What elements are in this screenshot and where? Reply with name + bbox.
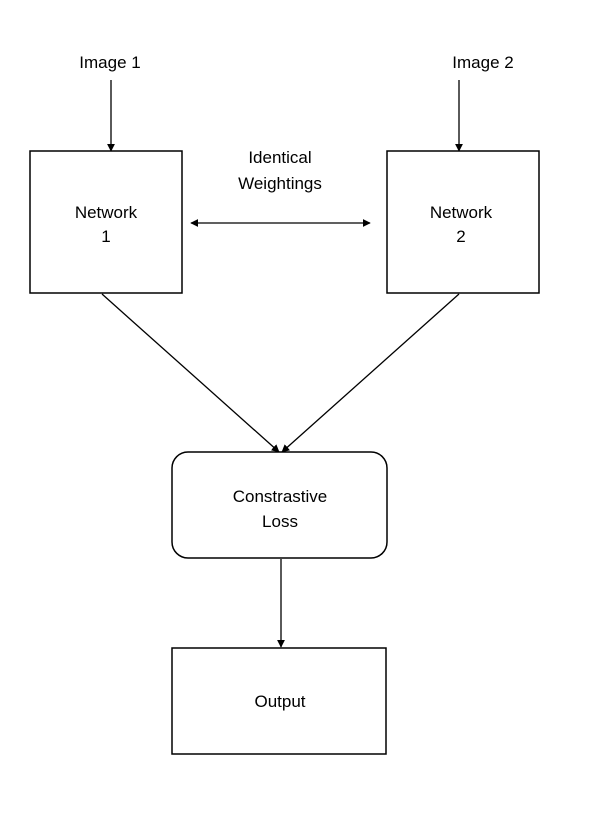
network-2-label-line1: Network xyxy=(430,203,493,222)
network-1-box: Network 1 xyxy=(29,150,183,294)
loss-label-line2: Loss xyxy=(262,512,298,531)
network-2-label-line2: 2 xyxy=(456,227,465,246)
network-1-to-loss-arrow xyxy=(101,293,280,453)
output-box: Output xyxy=(171,647,387,755)
loss-label-line1: Constrastive xyxy=(233,487,327,506)
network-2-to-loss-arrow xyxy=(281,293,460,453)
identical-weightings-label-line2: Weightings xyxy=(238,174,322,193)
contrastive-loss-box: Constrastive Loss xyxy=(171,451,388,559)
identical-weightings-label-line1: Identical xyxy=(248,148,311,167)
output-label: Output xyxy=(254,692,305,711)
image-1-label: Image 1 xyxy=(79,53,140,72)
network-1-label-line2: 1 xyxy=(101,227,110,246)
image-2-label: Image 2 xyxy=(452,53,513,72)
network-2-box: Network 2 xyxy=(386,150,540,294)
network-1-label-line1: Network xyxy=(75,203,138,222)
